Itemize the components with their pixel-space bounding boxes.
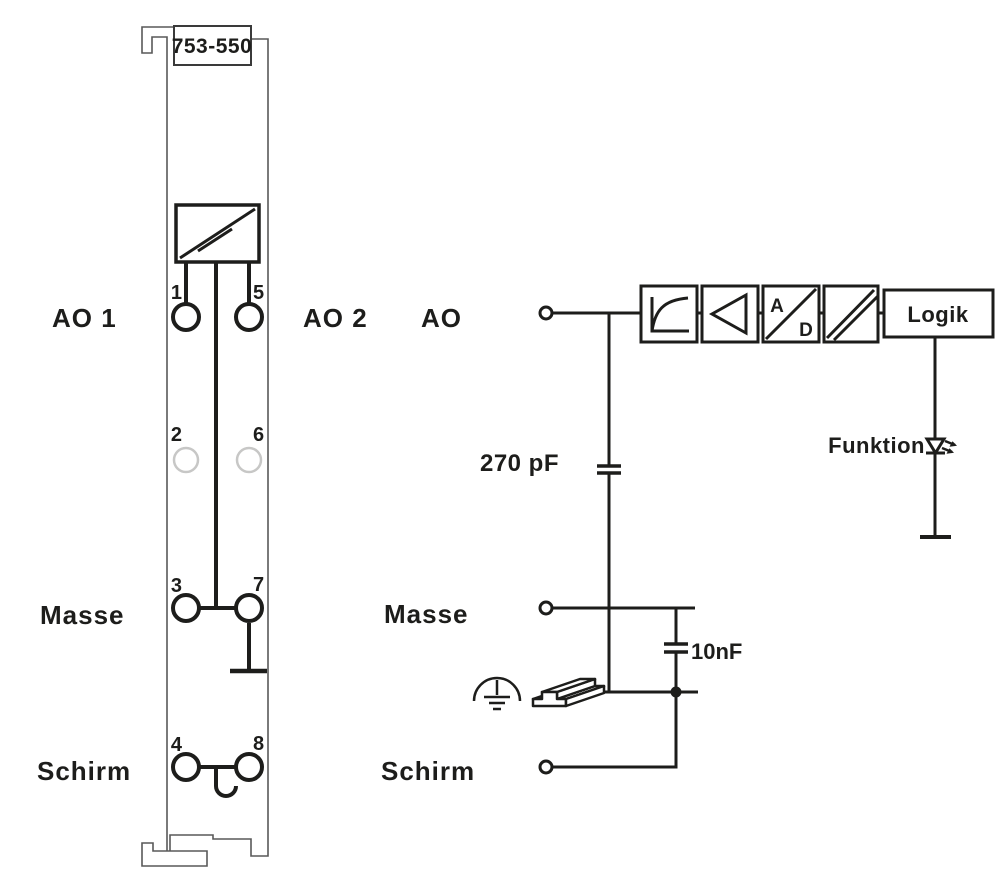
isolation-diagonal-1-icon [825,288,876,340]
module-outline-right [169,38,269,857]
schematic-labels: AO Masse Schirm [381,303,475,786]
terminal-2-unused [172,446,200,474]
cap1-value: 270 pF [480,450,559,477]
part-number: 753-550 [172,35,253,58]
functional-earth-icon [472,676,522,711]
logik-block [882,288,995,339]
isolation-diagonal-2-icon [832,294,880,342]
terminal-4-number: 4 [171,734,183,756]
cap2-value: 10nF [691,639,742,664]
part-number-frame [173,25,252,66]
terminal-5-number: 5 [253,282,264,304]
earth-dome [472,676,522,702]
dac-parallel-mark-icon [197,227,233,253]
led-ray-1-head-icon [949,441,957,447]
limiter-curve-icon [650,296,689,332]
terminal-7 [234,593,264,623]
module-outline [141,26,269,867]
ad-diagonal-icon [764,287,818,341]
funktion-label: Funktion [828,433,925,458]
label-ao2: AO 2 [303,303,368,333]
funktion-led-branch: Funktion [828,337,957,539]
schirm-terminal-circle [538,759,554,775]
logik-label: Logik [907,302,968,327]
label-schirm-schematic: Schirm [381,756,475,786]
terminal-3 [171,593,201,623]
terminal-numbers: 1 5 2 6 3 7 4 8 [171,282,264,756]
label-schirm-module: Schirm [37,756,131,786]
terminal-8 [234,752,264,782]
rail-front-face [531,690,568,708]
terminal-1-number: 1 [171,282,182,304]
module-outline-left [141,26,175,851]
amplifier-triangle-icon [708,292,748,336]
din-rail-icon [531,677,606,708]
ao-terminal-circle [538,305,554,321]
label-masse-schematic: Masse [384,599,469,629]
rail-end-face [564,684,606,708]
terminal-8-number: 8 [253,733,264,755]
junction-dot [670,686,682,698]
module-labels: AO 1 AO 2 Masse Schirm [37,303,368,786]
label-masse-module: Masse [40,600,125,630]
schematic-wiring [552,311,698,769]
module-foot [141,842,208,867]
dac-diagonal-icon [179,207,256,260]
ad-letter-a: A [770,296,784,317]
terminal-7-number: 7 [253,574,264,596]
terminal-5 [234,302,264,332]
terminal-2-number: 2 [171,424,182,446]
led-ray-2-head-icon [946,448,954,454]
part-number-box: 753-550 [172,25,253,66]
module-terminals [171,302,264,782]
terminal-6-unused [235,446,263,474]
masse-terminal-circle [538,600,554,616]
capacitor-270pf: 270 pF [480,450,621,477]
dac-symbol [174,203,261,264]
led-triangle-icon [924,437,947,456]
shield-hook-icon [214,769,238,798]
terminal-3-number: 3 [171,575,182,597]
label-ao-schematic: AO [421,303,462,333]
label-ao1: AO 1 [52,303,117,333]
terminal-4 [171,752,201,782]
filter-block [639,284,699,344]
function-blocks: A D Logik [639,284,995,344]
ad-letter-d: D [799,320,813,341]
terminal-1 [171,302,201,332]
wire-schirm-row [552,692,678,769]
module-internal-wiring [184,262,267,798]
capacitor-10nf: 10nF [664,639,742,664]
terminal-6-number: 6 [253,424,264,446]
